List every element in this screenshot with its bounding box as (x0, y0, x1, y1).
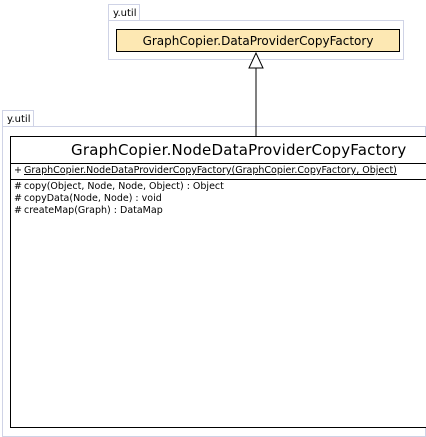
main-class-box[interactable]: GraphCopier.NodeDataProviderCopyFactory … (10, 136, 426, 428)
visibility-marker: + (14, 165, 22, 176)
method-row[interactable]: #copyData(Node, Node) : void (14, 193, 426, 205)
visibility-marker: # (14, 205, 22, 216)
constructors-compartment: +GraphCopier.NodeDataProviderCopyFactory… (11, 163, 426, 179)
method-signature: copy(Object, Node, Node, Object) : Objec… (24, 181, 224, 192)
visibility-marker: # (14, 193, 22, 204)
package-label-bottom: y.util (2, 110, 34, 127)
methods-compartment: #copy(Object, Node, Node, Object) : Obje… (11, 179, 426, 219)
main-class-name: GraphCopier.NodeDataProviderCopyFactory (71, 141, 407, 159)
package-label-top: y.util (108, 4, 140, 21)
method-row[interactable]: #copy(Object, Node, Node, Object) : Obje… (14, 181, 426, 193)
method-row[interactable]: #createMap(Graph) : DataMap (14, 205, 426, 217)
method-signature: copyData(Node, Node) : void (24, 193, 162, 204)
parent-class-box[interactable]: GraphCopier.DataProviderCopyFactory (116, 29, 400, 52)
visibility-marker: # (14, 181, 22, 192)
constructor-row[interactable]: +GraphCopier.NodeDataProviderCopyFactory… (14, 165, 426, 177)
parent-class-name: GraphCopier.DataProviderCopyFactory (142, 33, 374, 48)
method-signature: createMap(Graph) : DataMap (24, 205, 163, 216)
constructor-signature: GraphCopier.NodeDataProviderCopyFactory(… (24, 165, 397, 176)
